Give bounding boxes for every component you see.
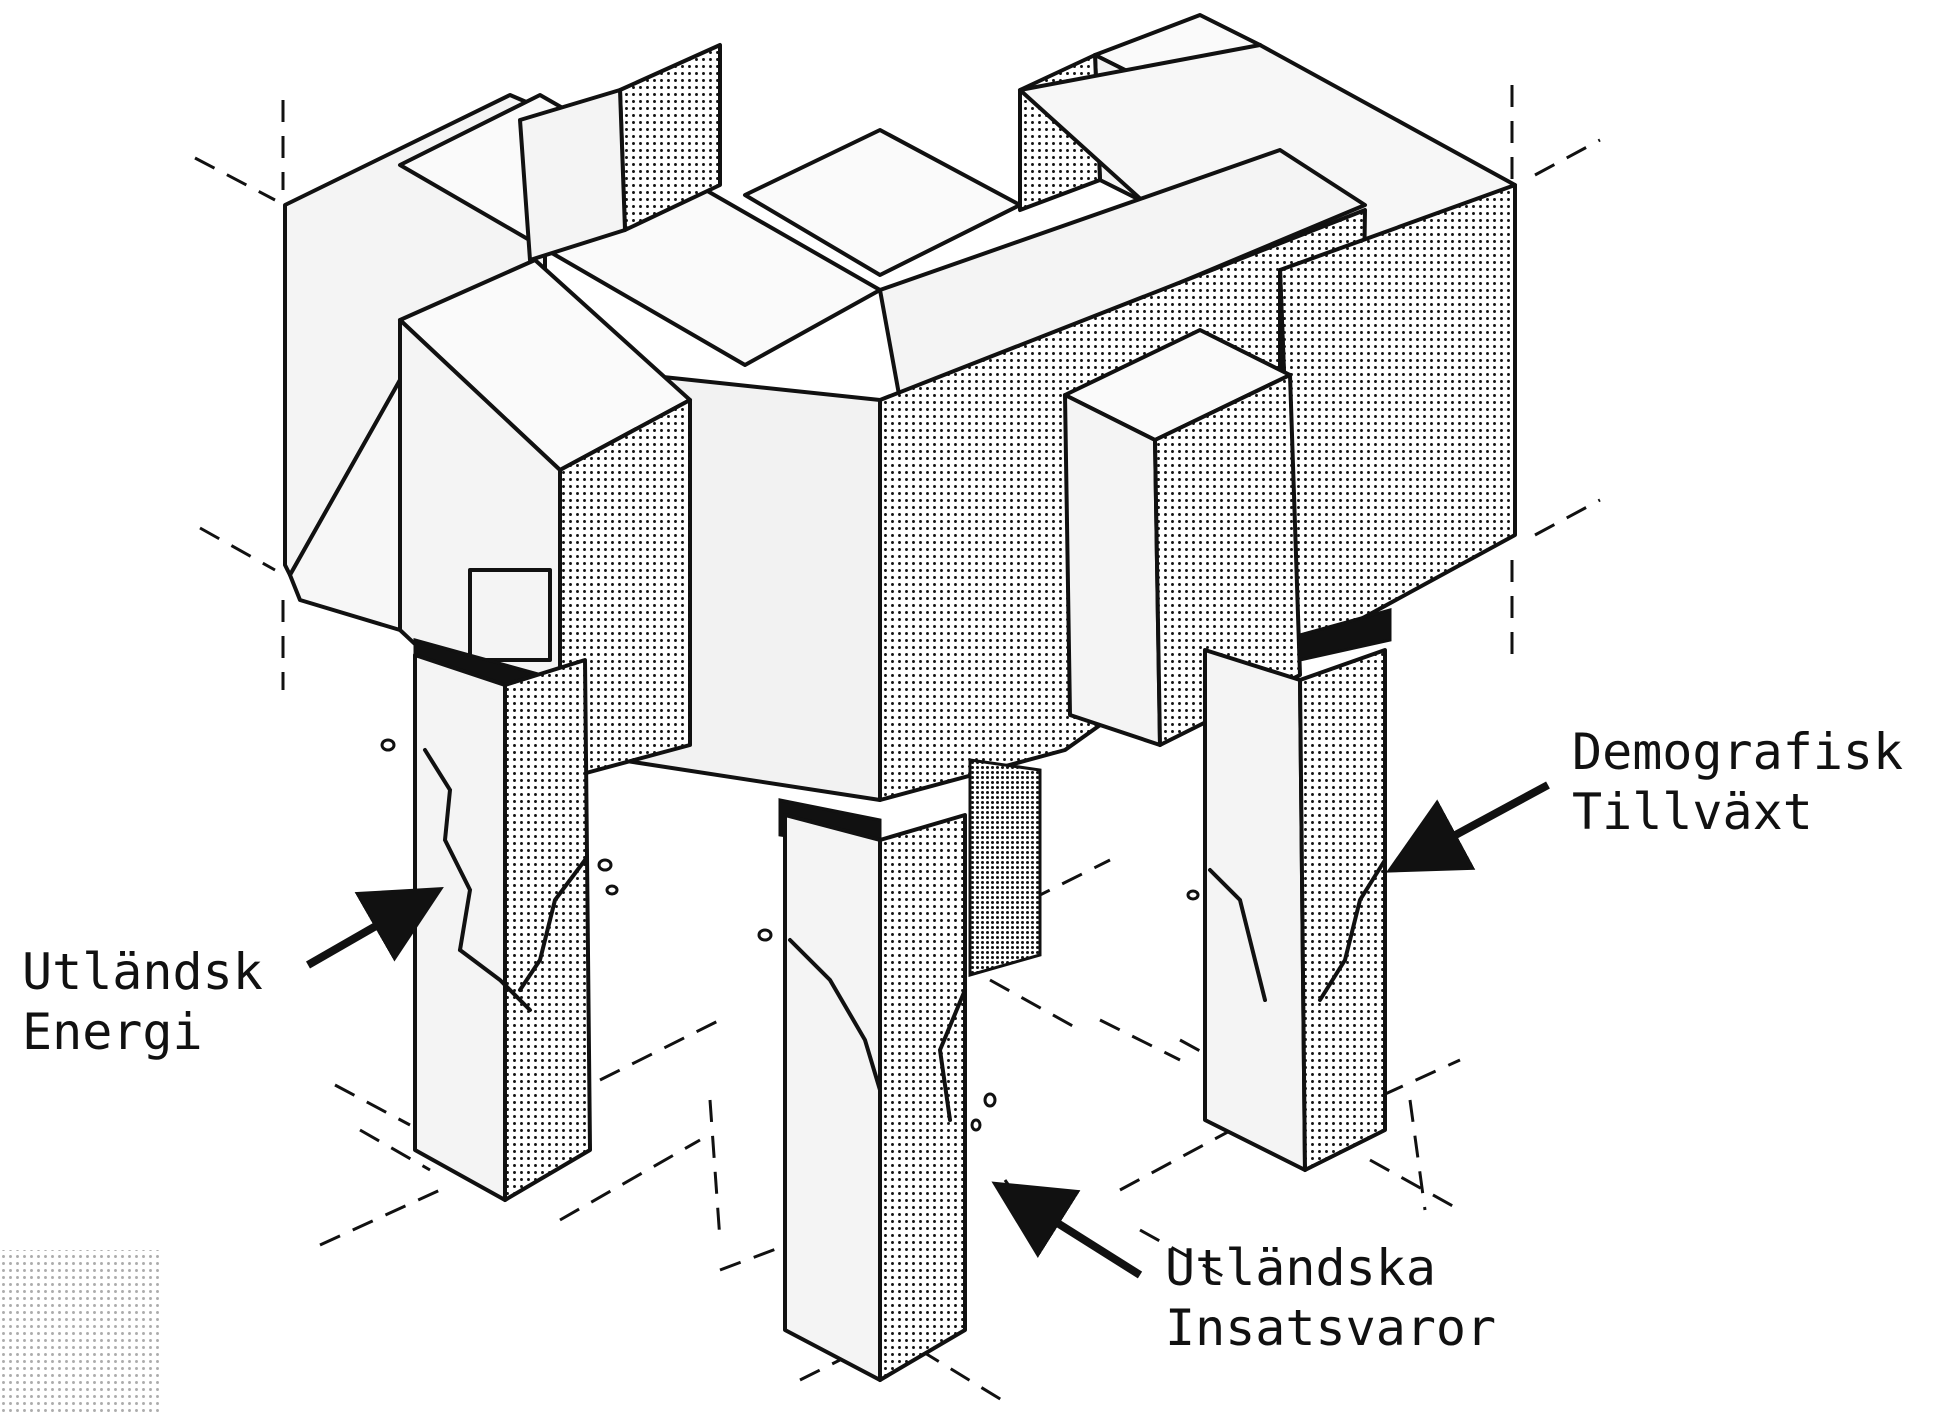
- label-foreign-inputs-line2: Insatsvaror: [1165, 1299, 1497, 1357]
- crack-lines: [423, 748, 1387, 1122]
- structure-body: [283, 13, 1517, 802]
- pointer-arrows: [306, 781, 1550, 1279]
- label-demographic-growth: Demografisk Tillväxt: [1572, 722, 1903, 842]
- label-demographic-growth-line2: Tillväxt: [1572, 783, 1813, 841]
- leg-center: [783, 813, 967, 1382]
- arrow-foreign-inputs: [991, 1181, 1143, 1279]
- label-foreign-energy: Utländsk Energi: [22, 942, 263, 1062]
- label-foreign-energy-line2: Energi: [22, 1003, 203, 1061]
- leg-right: [1203, 648, 1387, 1172]
- construction-lines: [194, 85, 1601, 1407]
- label-demographic-growth-line1: Demografisk: [1572, 723, 1904, 781]
- label-foreign-energy-line1: Utländsk: [22, 943, 263, 1001]
- label-foreign-inputs-line1: Utländska: [1165, 1239, 1436, 1297]
- crack-debris: [380, 738, 1200, 1132]
- arrow-demographic-growth: [1385, 781, 1550, 873]
- label-foreign-inputs: Utländska Insatsvaror: [1165, 1238, 1496, 1358]
- corner-halftone: [0, 1250, 160, 1415]
- arrow-foreign-energy: [306, 887, 444, 969]
- leg-left: [413, 653, 592, 1202]
